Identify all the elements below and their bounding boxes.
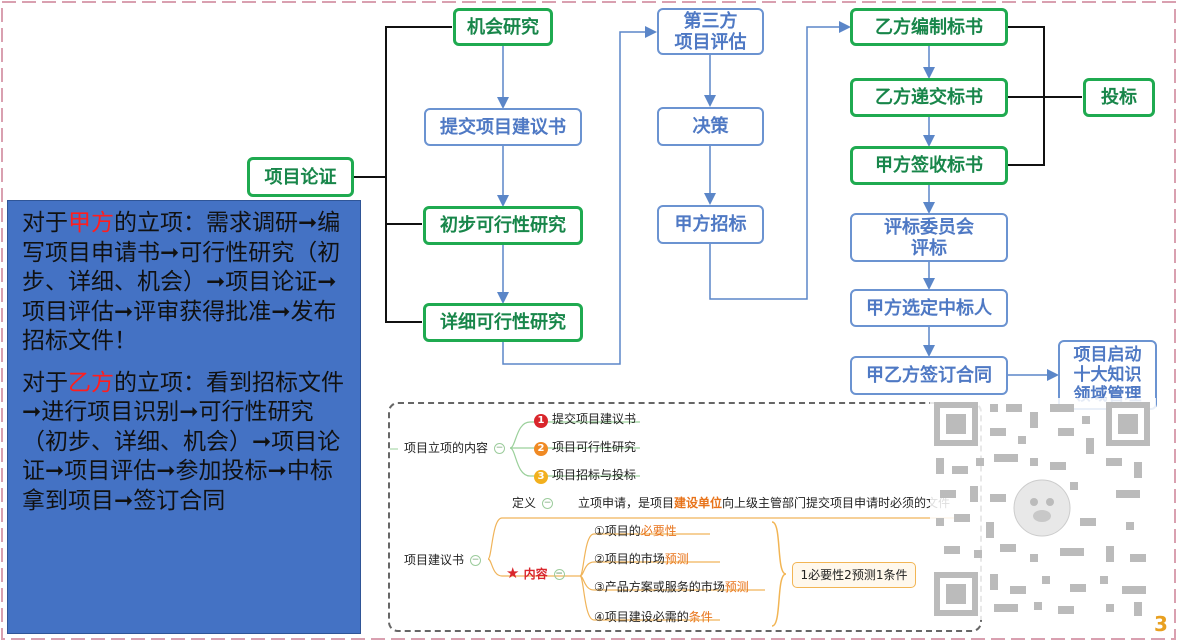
- mindmap-item-label: 提交项目建议书: [552, 412, 637, 426]
- mindmap-definition-text: 立项申请，是项目建设单位向上级主管部门提交项目申请时必须的文件: [578, 496, 950, 511]
- qr-code-image: [930, 398, 1156, 620]
- content-item-text: ②项目的市场: [594, 552, 665, 566]
- mindmap-content-item-4: ④项目建设必需的条件: [594, 610, 713, 625]
- mindmap-content-item-3: ③产品方案或服务的市场预测: [594, 580, 749, 595]
- node-opportunity-study: 机会研究: [453, 8, 553, 46]
- node-b-prepare-bid: 乙方编制标书: [850, 8, 1008, 46]
- collapse-icon[interactable]: −: [553, 569, 565, 580]
- mindmap-item-2: 2 项目可行性研究: [534, 440, 636, 456]
- panel-text: 的立项：看到招标文件➞进行项目识别➞可行性研究（初步、详细、机会）➞项目论证➞项…: [22, 369, 344, 514]
- party-a-highlight: 甲方: [68, 210, 114, 236]
- node-preliminary-feasibility: 初步可行性研究: [423, 206, 583, 245]
- definition-text: 立项申请，是项目: [578, 496, 675, 510]
- content-item-text: ④项目建设必需的: [594, 610, 689, 624]
- collapse-icon[interactable]: −: [470, 555, 482, 566]
- mindmap-proposal-root: 项目建议书−: [404, 553, 482, 568]
- node-decision: 决策: [657, 107, 764, 146]
- node-evaluation-committee: 评标委员会 评标: [850, 213, 1008, 262]
- node-bid: 投标: [1083, 78, 1155, 117]
- node-detailed-feasibility: 详细可行性研究: [423, 303, 583, 342]
- content-item-text: ③产品方案或服务的市场: [594, 580, 725, 594]
- mindmap-summary-box: 1必要性2预测1条件: [792, 562, 916, 588]
- mindmap-content-item-2: ②项目的市场预测: [594, 552, 689, 567]
- mindmap-content-item-1: ①项目的必要性: [594, 524, 677, 539]
- collapse-icon[interactable]: −: [542, 498, 554, 509]
- mindmap-item-label: 项目可行性研究: [552, 440, 637, 454]
- content-item-highlight: 条件: [688, 610, 713, 624]
- mindmap-definition-label: 定义−: [512, 496, 554, 511]
- explanation-panel: 对于甲方的立项：需求调研➞编写项目申请书➞可行性研究（初步、详细、机会）➞项目论…: [7, 200, 361, 634]
- definition-text: 向上级主管部门提交项目申请时必须的文件: [722, 496, 951, 510]
- mindmap-content-label: ★ 内容−: [506, 566, 565, 582]
- content-label-text: 内容: [523, 567, 548, 581]
- content-item-highlight: 预测: [664, 552, 689, 566]
- content-item-highlight: 预测: [724, 580, 749, 594]
- node-select-winner: 甲方选定中标人: [850, 289, 1008, 327]
- party-b-highlight: 乙方: [68, 369, 114, 396]
- content-item-text: ①项目的: [594, 524, 641, 538]
- mindmap-branches: [390, 421, 970, 627]
- mindmap-content-root-label: 项目立项的内容: [404, 441, 489, 455]
- panel-party-a-text: 对于甲方的立项：需求调研➞编写项目申请书➞可行性研究（初步、详细、机会）➞项目论…: [22, 209, 354, 357]
- mindmap-proposal-root-label: 项目建议书: [404, 553, 465, 567]
- mindmap-item-1: 1 提交项目建议书: [534, 412, 636, 428]
- number-badge-icon: 1: [534, 414, 548, 428]
- number-badge-icon: 2: [534, 442, 548, 456]
- node-third-party-evaluation: 第三方 项目评估: [657, 8, 764, 55]
- number-badge-icon: 3: [534, 470, 548, 484]
- node-a-tender: 甲方招标: [657, 205, 764, 244]
- mindmap-content-root: 项目立项的内容−: [404, 441, 506, 456]
- node-submit-proposal: 提交项目建议书: [424, 108, 582, 146]
- panel-text: 对于: [22, 369, 68, 396]
- definition-label-text: 定义: [512, 496, 537, 510]
- page-number: 3: [1154, 612, 1168, 636]
- panel-party-b-text: 对于乙方的立项：看到招标文件➞进行项目识别➞可行性研究（初步、详细、机会）➞项目…: [22, 369, 354, 517]
- node-sign-contract: 甲乙方签订合同: [850, 356, 1008, 395]
- collapse-icon[interactable]: −: [494, 443, 506, 454]
- node-a-receive-bid: 甲方签收标书: [850, 146, 1008, 185]
- node-b-submit-bid: 乙方递交标书: [850, 78, 1008, 117]
- panel-text: 对于: [22, 210, 68, 236]
- definition-highlight: 建设单位: [674, 496, 723, 510]
- mindmap-item-label: 项目招标与投标: [552, 468, 637, 482]
- star-icon: ★: [506, 564, 520, 582]
- node-project-argument: 项目论证: [247, 157, 354, 197]
- mindmap-item-3: 3 项目招标与投标: [534, 468, 636, 484]
- content-item-highlight: 必要性: [640, 524, 677, 538]
- panel-text: 的立项：需求调研➞编写项目申请书➞可行性研究（初步、详细、机会）➞项目论证➞项目…: [22, 210, 341, 354]
